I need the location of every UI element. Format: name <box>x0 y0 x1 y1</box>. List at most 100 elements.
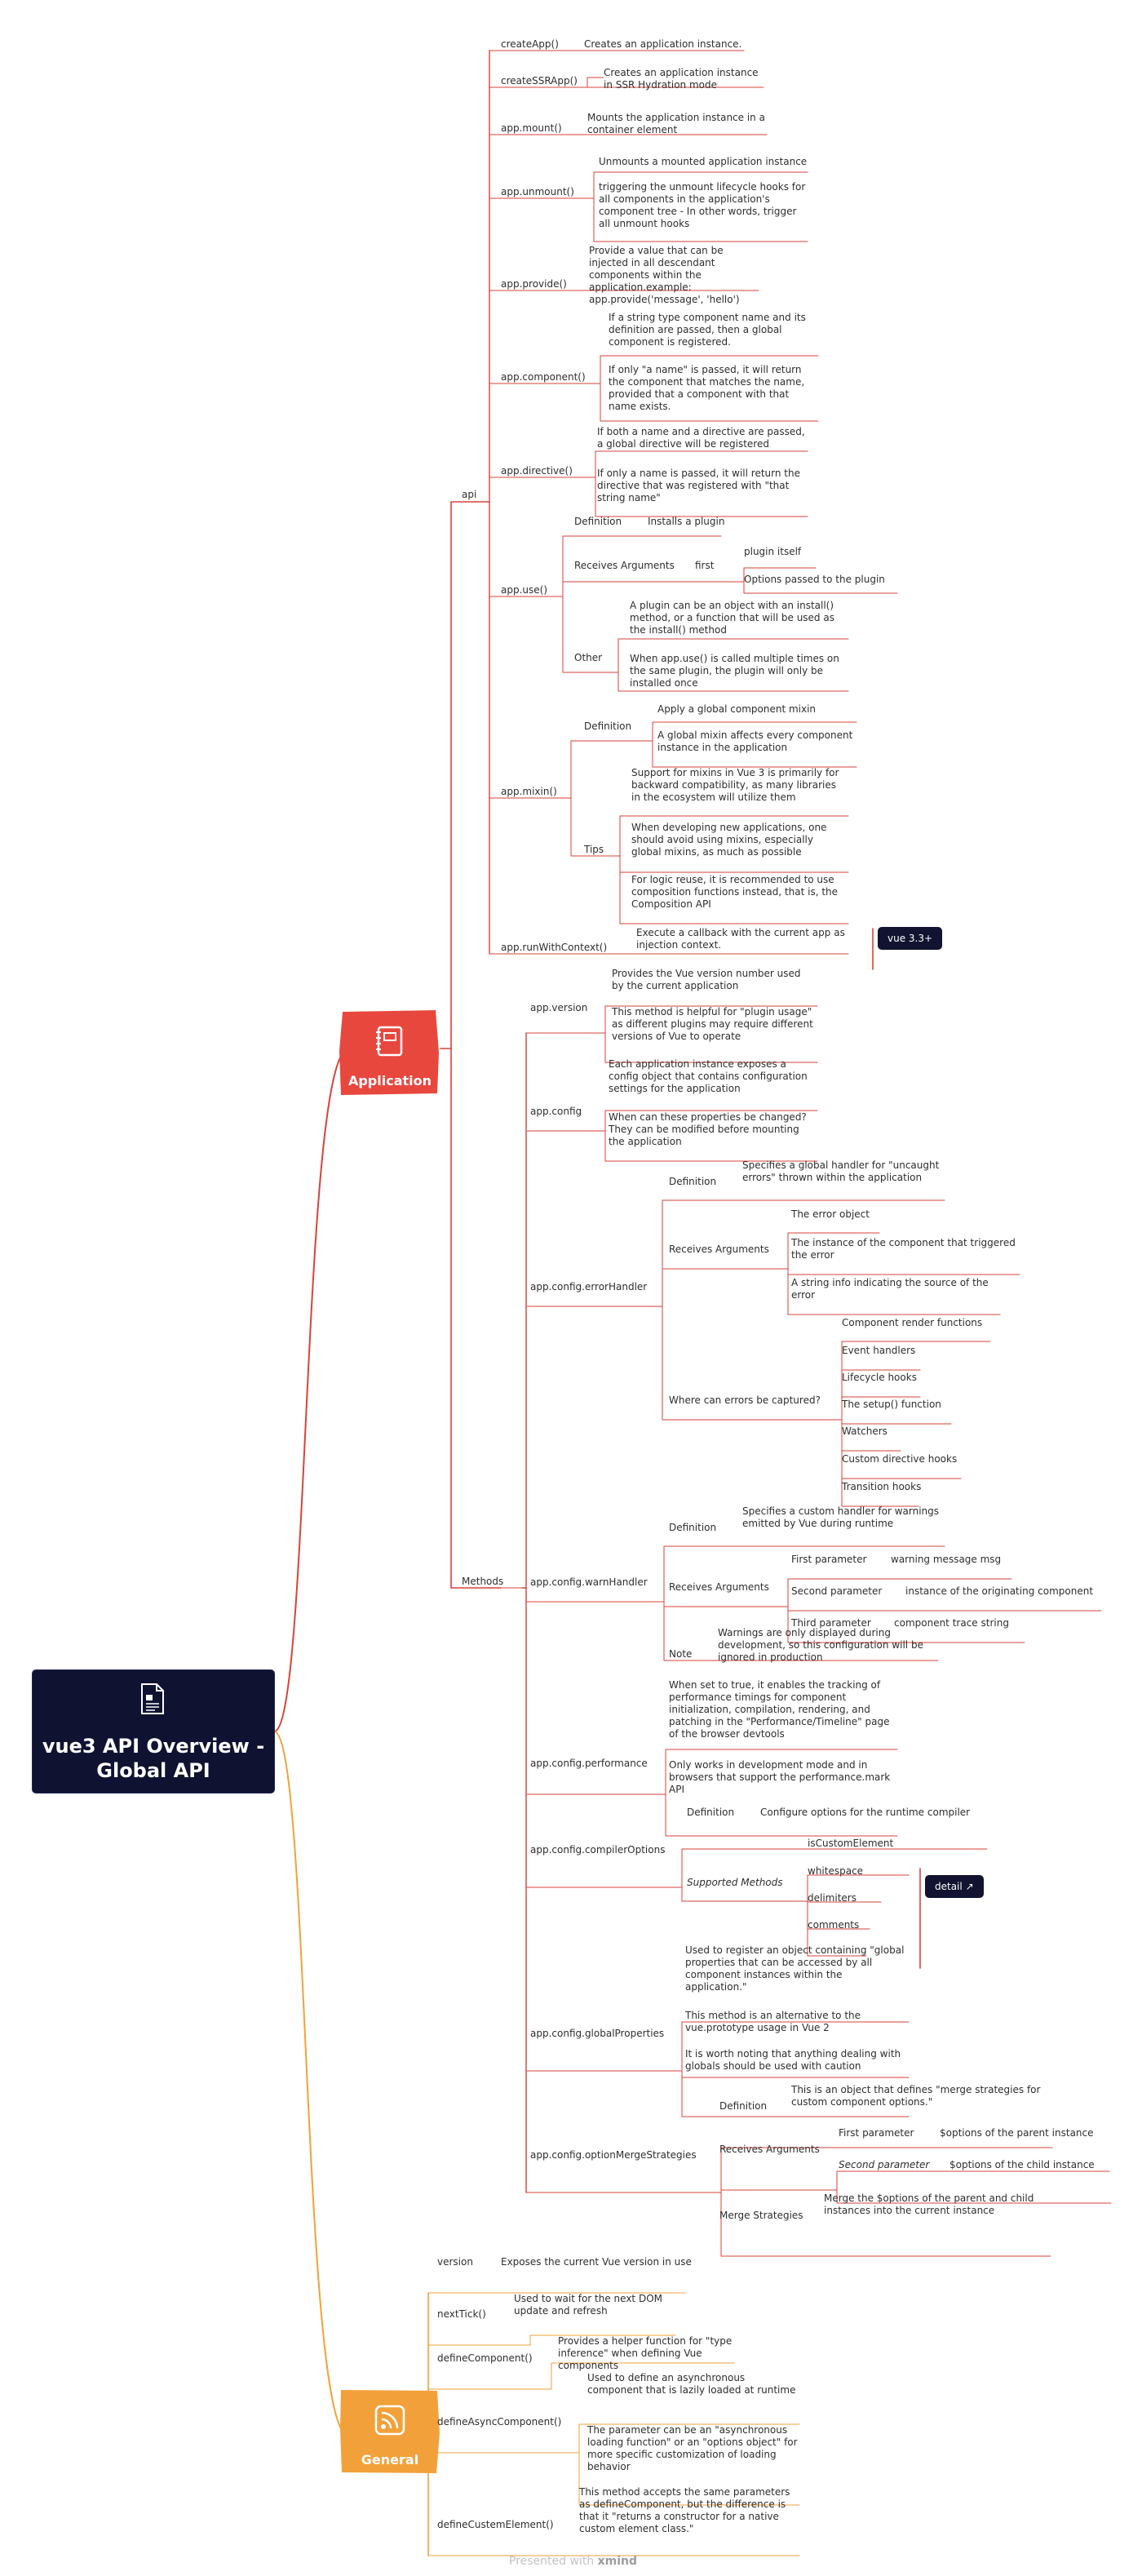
version-desc: Exposes the current Vue version in use <box>501 2256 692 2268</box>
directive-desc-1: If both a name and a directive are passe… <box>597 426 805 450</box>
merge-strategies-label[interactable]: Merge Strategies <box>719 2210 803 2221</box>
mount-topic[interactable]: app.mount() <box>501 122 562 134</box>
compiler-definition-label[interactable]: Definition <box>687 1807 735 1818</box>
warn-first-param[interactable]: First parameter <box>791 1554 867 1565</box>
use-topic[interactable]: app.use() <box>501 584 548 596</box>
vue-version-badge[interactable]: vue 3.3+ <box>878 927 943 950</box>
use-args-first[interactable]: first <box>695 560 715 571</box>
mixin-tips-1: Support for mixins in Vue 3 is primarily… <box>631 767 839 803</box>
warn-first-value: warning message msg <box>891 1554 1002 1565</box>
option-merge-strategies-topic[interactable]: app.config.optionMergeStrategies <box>530 2149 697 2161</box>
use-other-label[interactable]: Other <box>574 652 603 663</box>
directive-topic[interactable]: app.directive() <box>501 465 573 477</box>
define-async-component-desc-2: The parameter can be an "asynchronous lo… <box>587 2424 798 2472</box>
general-label: General <box>361 2452 419 2467</box>
app-version-desc-1: Provides the Vue version number used by … <box>612 968 801 991</box>
mixin-topic[interactable]: app.mixin() <box>501 786 557 797</box>
component-desc-1: If a string type component name and its … <box>609 312 806 348</box>
define-async-component-desc-1: Used to define an asynchronous component… <box>587 2372 796 2396</box>
run-with-context-topic[interactable]: app.runWithContext() <box>501 942 608 953</box>
create-app-topic[interactable]: createApp() <box>501 38 559 50</box>
compiler-options-topic[interactable]: app.config.compilerOptions <box>530 1844 666 1856</box>
compiler-definition-desc: Configure options for the runtime compil… <box>760 1807 971 1818</box>
mixin-definition-label[interactable]: Definition <box>584 720 632 732</box>
merge-args-label[interactable]: Receives Arguments <box>719 2144 820 2155</box>
external-link-icon: ↗ <box>965 1881 974 1892</box>
warn-handler-args-label[interactable]: Receives Arguments <box>669 1581 769 1593</box>
performance-topic[interactable]: app.config.performance <box>530 1758 648 1769</box>
warn-handler-topic[interactable]: app.config.warnHandler <box>530 1576 648 1588</box>
mixin-tips-label[interactable]: Tips <box>584 844 604 855</box>
error-handler-topic[interactable]: app.config.errorHandler <box>530 1281 648 1292</box>
app-config-desc-2: When can these properties be changed? Th… <box>609 1111 807 1147</box>
app-version-desc-2: This method is helpful for "plugin usage… <box>612 1006 813 1042</box>
warn-second-param[interactable]: Second parameter <box>791 1585 883 1597</box>
use-args-options: Options passed to the plugin <box>744 574 885 585</box>
detail-label: detail <box>935 1881 963 1892</box>
merge-second-param[interactable]: Second parameter <box>839 2159 930 2170</box>
warn-handler-definition-label[interactable]: Definition <box>669 1522 717 1533</box>
define-async-component-topic[interactable]: defineAsyncComponent() <box>437 2416 562 2427</box>
merge-first-value: $options of the parent instance <box>940 2127 1094 2139</box>
captured-item: Watchers <box>842 1425 887 1437</box>
version-topic[interactable]: version <box>437 2256 473 2268</box>
component-topic[interactable]: app.component() <box>501 371 586 383</box>
error-handler-definition-label[interactable]: Definition <box>669 1176 717 1187</box>
create-ssr-app-topic[interactable]: createSSRApp() <box>501 75 578 86</box>
unmount-desc-1: Unmounts a mounted application instance <box>599 156 808 167</box>
api-topic[interactable]: api <box>462 489 477 500</box>
unmount-desc-2: triggering the unmount lifecycle hooks f… <box>599 181 806 229</box>
run-with-context-desc: Execute a callback with the current app … <box>636 927 845 951</box>
error-handler-captured-label[interactable]: Where can errors be captured? <box>669 1394 821 1406</box>
rss-feed-icon <box>374 2405 405 2436</box>
app-version-topic[interactable]: app.version <box>530 1002 588 1013</box>
notebook-icon <box>376 1026 403 1057</box>
merge-first-param[interactable]: First parameter <box>839 2127 914 2139</box>
directive-desc-2: If only a name is passed, it will return… <box>597 468 800 503</box>
error-handler-arg-1: The error object <box>791 1208 870 1220</box>
unmount-topic[interactable]: app.unmount() <box>501 186 574 197</box>
global-properties-desc-3: It is worth noting that anything dealing… <box>685 2048 901 2072</box>
use-definition-label[interactable]: Definition <box>574 516 622 527</box>
warn-second-value: instance of the originating component <box>905 1585 1094 1597</box>
general-hub[interactable]: General <box>338 2388 442 2476</box>
general-hub-shape <box>340 2390 440 2473</box>
define-custom-element-topic[interactable]: defineCustemElement() <box>437 2519 554 2530</box>
define-component-topic[interactable]: defineComponent() <box>437 2352 533 2364</box>
compiler-supported-label[interactable]: Supported Methods <box>687 1877 783 1888</box>
performance-desc-1: When set to true, it enables the trackin… <box>669 1679 890 1740</box>
use-args-label[interactable]: Receives Arguments <box>574 560 675 571</box>
captured-item: The setup() function <box>842 1399 941 1410</box>
captured-item: Transition hooks <box>842 1481 922 1492</box>
warn-note-desc: Warnings are only displayed during devel… <box>718 1627 923 1663</box>
captured-item: Event handlers <box>842 1345 916 1356</box>
app-config-desc-1: Each application instance exposes a conf… <box>609 1058 808 1094</box>
provide-desc: Provide a value that can be injected in … <box>589 245 740 305</box>
create-ssr-app-desc: Creates an application instance in SSR H… <box>604 67 759 91</box>
global-properties-topic[interactable]: app.config.globalProperties <box>530 2028 665 2039</box>
error-handler-args-label[interactable]: Receives Arguments <box>669 1244 769 1255</box>
next-tick-topic[interactable]: nextTick() <box>437 2308 486 2320</box>
root-topic[interactable]: vue3 API Overview - Global API <box>33 1670 274 1793</box>
captured-item: Component render functions <box>842 1317 983 1328</box>
create-app-desc: Creates an application instance. <box>584 38 742 50</box>
use-definition-desc: Installs a plugin <box>648 516 725 527</box>
provide-topic[interactable]: app.provide() <box>501 278 567 290</box>
compiler-supported-item: comments <box>808 1919 860 1931</box>
warn-note-label[interactable]: Note <box>669 1648 693 1660</box>
warn-handler-definition-desc: Specifies a custom handler for warnings … <box>742 1505 939 1529</box>
app-config-topic[interactable]: app.config <box>530 1106 582 1117</box>
define-component-desc: Provides a helper function for "type inf… <box>558 2335 733 2371</box>
component-desc-2: If only "a name" is passed, it will retu… <box>609 364 805 412</box>
compiler-supported-item: whitespace <box>808 1865 864 1877</box>
merge-definition-label[interactable]: Definition <box>719 2100 768 2112</box>
merge-definition-desc: This is an object that defines "merge st… <box>791 2084 1041 2108</box>
warn-third-param[interactable]: Third parameter <box>791 1617 871 1629</box>
global-properties-desc-1: Used to register an object containing "g… <box>685 1944 905 1993</box>
mixin-definition-desc-2: A global mixin affects every component i… <box>657 729 853 753</box>
detail-link-badge[interactable]: detail ↗ <box>925 1875 984 1898</box>
performance-desc-2: Only works in development mode and in br… <box>669 1759 891 1795</box>
application-hub[interactable]: Application <box>338 1009 442 1097</box>
methods-topic[interactable]: Methods <box>462 1576 504 1587</box>
footer-credit[interactable]: Presented with xmind <box>509 2555 637 2568</box>
